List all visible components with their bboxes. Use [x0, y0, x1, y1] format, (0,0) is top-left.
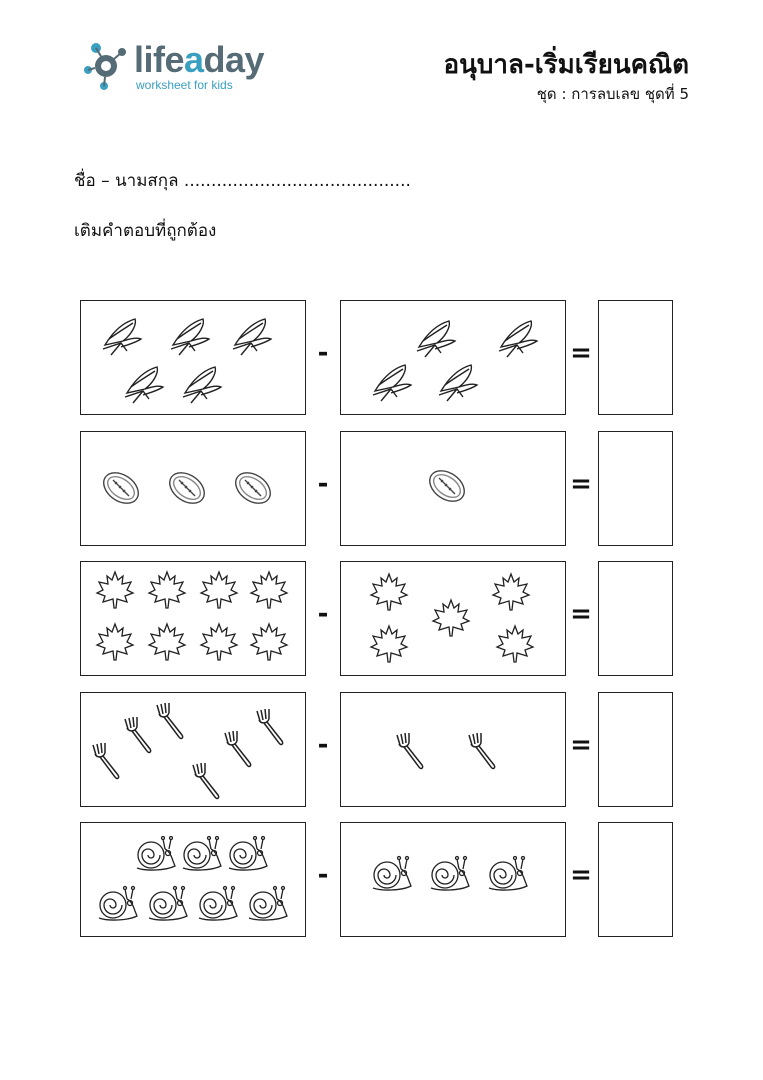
football-icon [103, 472, 139, 504]
maple-leaf-icon [249, 570, 289, 609]
maple-leaf-icon [147, 570, 187, 609]
snail-icon [136, 835, 176, 871]
butterfly-icon [372, 364, 413, 402]
equals-sign: = [570, 469, 592, 499]
subtrahend-box [340, 300, 566, 415]
fork-icon [256, 708, 284, 746]
logo-wordmark: lifeaday [134, 39, 265, 80]
butterfly-icon [124, 366, 165, 404]
football-icon [235, 472, 271, 504]
equals-sign: = [570, 338, 592, 368]
equals-sign: = [570, 599, 592, 629]
maple-leaf-icon [95, 570, 135, 609]
fork-icon [396, 732, 424, 770]
snail-icon [198, 885, 238, 921]
answer-box[interactable] [598, 431, 673, 546]
snail-icon [430, 855, 470, 891]
minus-sign: - [317, 730, 329, 760]
butterfly-icon [170, 318, 211, 356]
football-icon [429, 470, 465, 502]
maple-leaf-icon [249, 622, 289, 661]
maple-leaf-icon [199, 570, 239, 609]
butterfly-icon [498, 320, 539, 358]
fork-icon [192, 762, 220, 800]
equals-sign: = [570, 730, 592, 760]
answer-box[interactable] [598, 561, 673, 676]
fork-icon [468, 732, 496, 770]
minus-sign: - [317, 860, 329, 890]
butterfly-icon [416, 320, 457, 358]
equals-sign: = [570, 860, 592, 890]
maple-leaf-icon [431, 598, 471, 637]
answer-box[interactable] [598, 300, 673, 415]
name-field-line[interactable]: ชื่อ – นามสกุล .........................… [74, 171, 411, 191]
maple-leaf-icon [369, 572, 409, 611]
football-icon [169, 472, 205, 504]
snail-icon [98, 885, 138, 921]
snail-icon [488, 855, 528, 891]
butterfly-icon [102, 318, 143, 356]
minuend-box [80, 692, 306, 807]
butterfly-icon [182, 366, 223, 404]
maple-leaf-icon [199, 622, 239, 661]
minuend-box [80, 431, 306, 546]
maple-leaf-icon [369, 624, 409, 663]
maple-leaf-icon [147, 622, 187, 661]
page-title: อนุบาล-เริ่มเรียนคณิต [443, 50, 689, 80]
fork-icon [156, 702, 184, 740]
lifeaday-logo: lifeaday worksheet for kids [82, 38, 282, 98]
molecule-logo-icon [84, 43, 126, 90]
minuend-box [80, 561, 306, 676]
instruction-text: เติมคำตอบที่ถูกต้อง [74, 221, 217, 241]
snail-icon [228, 835, 268, 871]
subtrahend-box [340, 822, 566, 937]
minus-sign: - [317, 599, 329, 629]
fork-icon [124, 716, 152, 754]
answer-box[interactable] [598, 692, 673, 807]
snail-icon [372, 855, 412, 891]
snail-icon [148, 885, 188, 921]
subtrahend-box [340, 561, 566, 676]
minuend-box [80, 300, 306, 415]
logo-tagline: worksheet for kids [136, 78, 233, 92]
snail-icon [248, 885, 288, 921]
maple-leaf-icon [495, 624, 535, 663]
minus-sign: - [317, 338, 329, 368]
butterfly-icon [232, 318, 273, 356]
butterfly-icon [438, 364, 479, 402]
minuend-box [80, 822, 306, 937]
minus-sign: - [317, 469, 329, 499]
maple-leaf-icon [95, 622, 135, 661]
page-subtitle: ชุด : การลบเลข ชุดที่ 5 [536, 85, 689, 103]
snail-icon [182, 835, 222, 871]
subtrahend-box [340, 692, 566, 807]
fork-icon [92, 742, 120, 780]
maple-leaf-icon [491, 572, 531, 611]
subtrahend-box [340, 431, 566, 546]
answer-box[interactable] [598, 822, 673, 937]
fork-icon [224, 730, 252, 768]
